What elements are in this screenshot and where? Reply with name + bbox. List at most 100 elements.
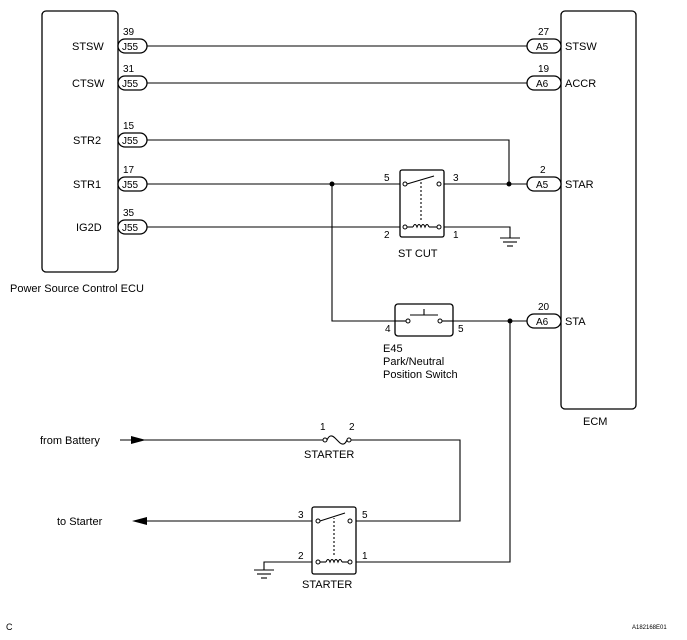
from-battery-label: from Battery <box>40 435 100 447</box>
relay-switch-blade <box>406 175 435 185</box>
ecm-pin-name: STA <box>565 316 586 328</box>
st-cut-label: ST CUT <box>398 248 438 260</box>
fuse-icon <box>326 435 348 445</box>
starter-relay: 3 5 2 1 STARTER <box>298 506 368 591</box>
st-cut-pin-3: 3 <box>453 173 459 184</box>
wire-sta-to-relay <box>352 321 511 563</box>
wire-fuse-to-relay <box>351 439 461 522</box>
connector-badge <box>526 75 562 91</box>
ecu-pin-name: IG2D <box>76 222 102 234</box>
relay-coil-icon <box>412 223 430 229</box>
ecm-box <box>560 10 637 410</box>
wire-to-pnp <box>331 184 395 322</box>
connector-label: A6 <box>536 317 549 328</box>
pnp-switch: 4 5 E45 Park/Neutral Position Switch <box>383 303 464 381</box>
relay-body <box>399 169 445 238</box>
ecu-pin-ctsw: CTSW 31 J55 <box>72 64 148 91</box>
st-cut-relay: 5 3 2 1 ST CUT <box>384 169 459 260</box>
connector-badge <box>117 132 148 148</box>
ecu-label: Power Source Control ECU <box>10 283 144 295</box>
starter-relay-pin-1: 1 <box>362 551 368 562</box>
relay-contact <box>315 518 321 524</box>
ecu-pin-name: STR2 <box>73 135 101 147</box>
ecu-pin-number: 17 <box>123 165 135 176</box>
junction-dot-sta <box>507 318 513 324</box>
ecm-pin-name: STSW <box>565 41 597 53</box>
relay-body <box>311 506 357 575</box>
connector-label: J55 <box>122 223 139 234</box>
connector-label: A6 <box>536 79 549 90</box>
arrow-to-starter-icon <box>132 517 147 525</box>
wire-starter-ground <box>263 561 316 570</box>
connector-badge <box>117 176 148 192</box>
to-starter-label: to Starter <box>57 516 103 528</box>
relay-contact <box>347 559 353 565</box>
relay-switch-blade <box>319 512 346 522</box>
connector-badge <box>526 176 562 192</box>
ecm-pin-sta: 20 A6 STA <box>526 302 586 329</box>
relay-contact <box>315 559 321 565</box>
connector-badge <box>117 38 148 54</box>
starter-fuse: 1 2 STARTER <box>304 422 355 461</box>
starter-relay-pin-2: 2 <box>298 551 304 562</box>
ecu-pin-str1: STR1 17 J55 <box>73 165 148 192</box>
relay-contact <box>436 224 442 230</box>
connector-badge <box>117 219 148 235</box>
ecu-pin-number: 39 <box>123 27 135 38</box>
connector-label: A5 <box>536 180 549 191</box>
ecm-pin-star: 2 A5 STAR <box>526 165 594 192</box>
ecu-pin-name: STR1 <box>73 179 101 191</box>
ecu-pin-ig2d: IG2D 35 J55 <box>76 208 148 235</box>
ecm-pin-number: 20 <box>538 302 550 313</box>
switch-contact <box>437 318 443 324</box>
ecu-pin-str2: STR2 15 J55 <box>73 121 148 148</box>
st-cut-pin-2: 2 <box>384 230 390 241</box>
ecm-pin-stsw: 27 A5 STSW <box>526 27 597 54</box>
fuse-pin-1: 1 <box>320 422 326 433</box>
ecu-pin-stsw: STSW 39 J55 <box>72 27 148 54</box>
fuse-pin-2: 2 <box>349 422 355 433</box>
relay-coil-icon <box>325 558 343 564</box>
st-cut-pin-5: 5 <box>384 173 390 184</box>
ecm-pin-accr: 19 A6 ACCR <box>526 64 596 91</box>
connector-badge <box>526 38 562 54</box>
junction-dot-star <box>506 181 512 187</box>
connector-badge <box>117 75 148 91</box>
connector-label: J55 <box>122 180 139 191</box>
ecu-pin-number: 15 <box>123 121 135 132</box>
connector-badge <box>526 313 562 329</box>
wires <box>120 45 527 570</box>
fuse-label: STARTER <box>304 449 354 461</box>
pnp-pin-5: 5 <box>458 324 464 335</box>
connector-label: J55 <box>122 42 139 53</box>
ecu-pin-name: STSW <box>72 41 104 53</box>
starter-relay-pin-3: 3 <box>298 510 304 521</box>
starter-relay-label: STARTER <box>302 579 352 591</box>
pnp-code: E45 <box>383 343 403 355</box>
wire-str2 <box>147 139 510 184</box>
arrow-from-battery-icon <box>131 436 146 444</box>
pnp-switch-body <box>394 303 454 337</box>
fuse-terminal <box>346 437 352 443</box>
corner-letter: C <box>6 622 13 632</box>
relay-contact <box>402 181 408 187</box>
ecm-pin-number: 19 <box>538 64 550 75</box>
relay-contact <box>347 518 353 524</box>
ground-icon <box>500 237 520 247</box>
relay-contact <box>436 181 442 187</box>
fuse-terminal <box>322 437 328 443</box>
starter-relay-pin-5: 5 <box>362 510 368 521</box>
figure-id: A182168E01 <box>632 625 667 631</box>
wire-stcut-ground <box>440 226 511 238</box>
ecm-pin-name: ACCR <box>565 78 596 90</box>
ecm-pin-number: 27 <box>538 27 550 38</box>
ecu-pin-name: CTSW <box>72 78 105 90</box>
st-cut-pin-1: 1 <box>453 230 459 241</box>
relay-contact <box>402 224 408 230</box>
switch-contact <box>405 318 411 324</box>
ecu-pin-number: 31 <box>123 64 135 75</box>
junction-dot-str1 <box>329 181 335 187</box>
ground-icon <box>254 569 274 579</box>
connector-label: A5 <box>536 42 549 53</box>
ecm-pin-number: 2 <box>540 165 546 176</box>
